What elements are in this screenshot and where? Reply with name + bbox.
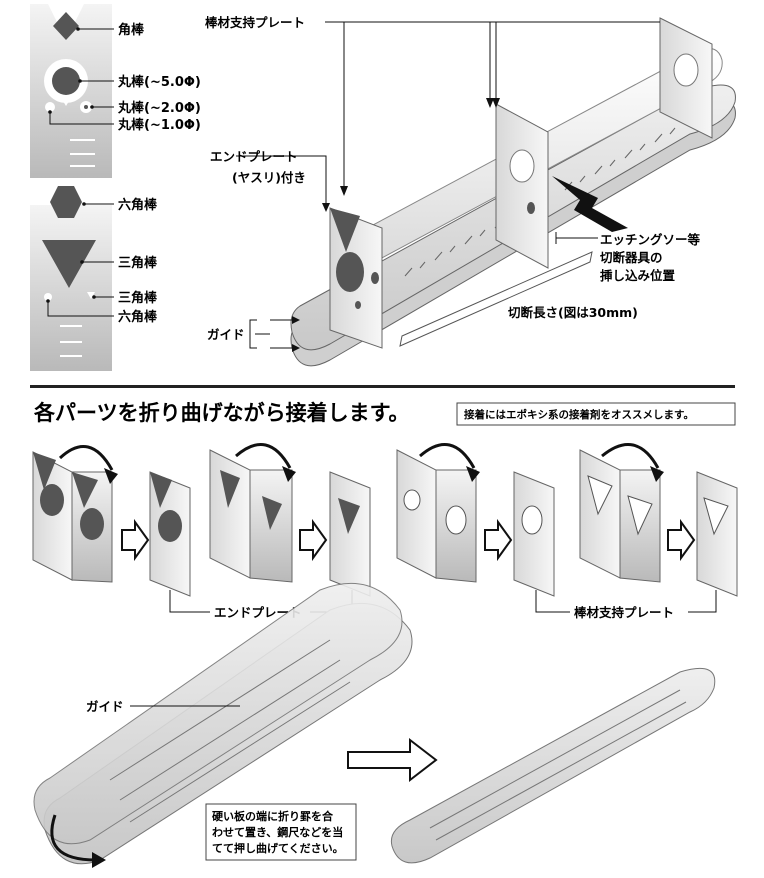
label-end-plate-group: エンドプレート [214, 605, 302, 620]
guide-folded [390, 668, 716, 864]
plate-template-polygon [30, 186, 112, 371]
guide-unfolded-ticks [109, 639, 351, 823]
guide-folded-ticks [429, 689, 687, 841]
label-saw-line2: 切断器具の [600, 250, 663, 265]
label-marubou-10: 丸棒(~1.0Φ) [117, 117, 201, 133]
end-plate-result-polygon [329, 471, 371, 597]
fold-note-line1: 硬い板の端に折り罫を合 [212, 809, 334, 823]
fold-step-end-plate-round [32, 445, 118, 583]
fold-note-line3: てて押し曲げてください。 [212, 841, 344, 855]
label-support-plate: 棒材支持プレート [205, 15, 305, 30]
label-rokkakubou-small: 六角棒 [118, 309, 158, 325]
fold-step-support-plate-round [396, 443, 480, 583]
label-saw-line3: 挿し込み位置 [600, 268, 676, 283]
support-plate-result-polygon [696, 471, 738, 597]
saw-insertion-arrow [552, 176, 628, 232]
round-hole-small-icon [45, 102, 55, 112]
label-rokkakubou: 六角棒 [118, 197, 158, 213]
label-sankakubou-small: 三角棒 [118, 290, 158, 306]
label-kakubou: 角棒 [118, 22, 145, 38]
assembled-jig [290, 17, 736, 367]
label-end-plate-line2: (ヤスリ)付き [232, 170, 306, 185]
round-hole-large-icon [52, 67, 80, 95]
arrow-right-icon [484, 518, 513, 562]
label-saw-line1: エッチングソー等 [600, 232, 701, 247]
arrow-right-icon [121, 518, 150, 562]
cut-length-bracket [399, 251, 593, 347]
guide-unfolded [33, 582, 413, 868]
label-guide: ガイド [207, 327, 245, 342]
label-sankakubou: 三角棒 [118, 255, 158, 271]
fold-note-line2: わせて置き、鋼尺などを当 [212, 825, 343, 839]
support-plate-result-round [513, 471, 555, 597]
adhesive-note: 接着にはエポキシ系の接着剤をオススメします。 [464, 408, 694, 421]
square-hole-icon [53, 12, 79, 40]
label-end-plate-line1: エンドプレート [210, 149, 298, 164]
label-marubou-20: 丸棒(~2.0Φ) [117, 100, 201, 116]
label-support-plate-group: 棒材支持プレート [574, 605, 674, 620]
end-plate-result-round [149, 471, 191, 597]
triangle-hole-icon [42, 240, 96, 288]
section-divider [30, 385, 735, 388]
fold-note-box [205, 803, 357, 861]
adhesive-note-box [456, 402, 736, 426]
hexagon-hole-icon [50, 186, 82, 218]
fold-step-support-plate-polygon [579, 443, 664, 583]
fold-step-end-plate-polygon [209, 443, 296, 583]
arrow-right-icon [347, 737, 438, 783]
label-guide-bottom: ガイド [86, 699, 124, 714]
arrow-right-icon [667, 518, 696, 562]
label-marubou-50: 丸棒(~5.0Φ) [117, 74, 201, 90]
label-cut-length: 切断長さ(図は30mm) [508, 305, 638, 320]
plate-template-round [30, 4, 112, 178]
support-plate-middle [495, 103, 549, 269]
arrow-right-icon [299, 518, 328, 562]
assembly-heading: 各パーツを折り曲げながら接着します。 [33, 401, 409, 425]
